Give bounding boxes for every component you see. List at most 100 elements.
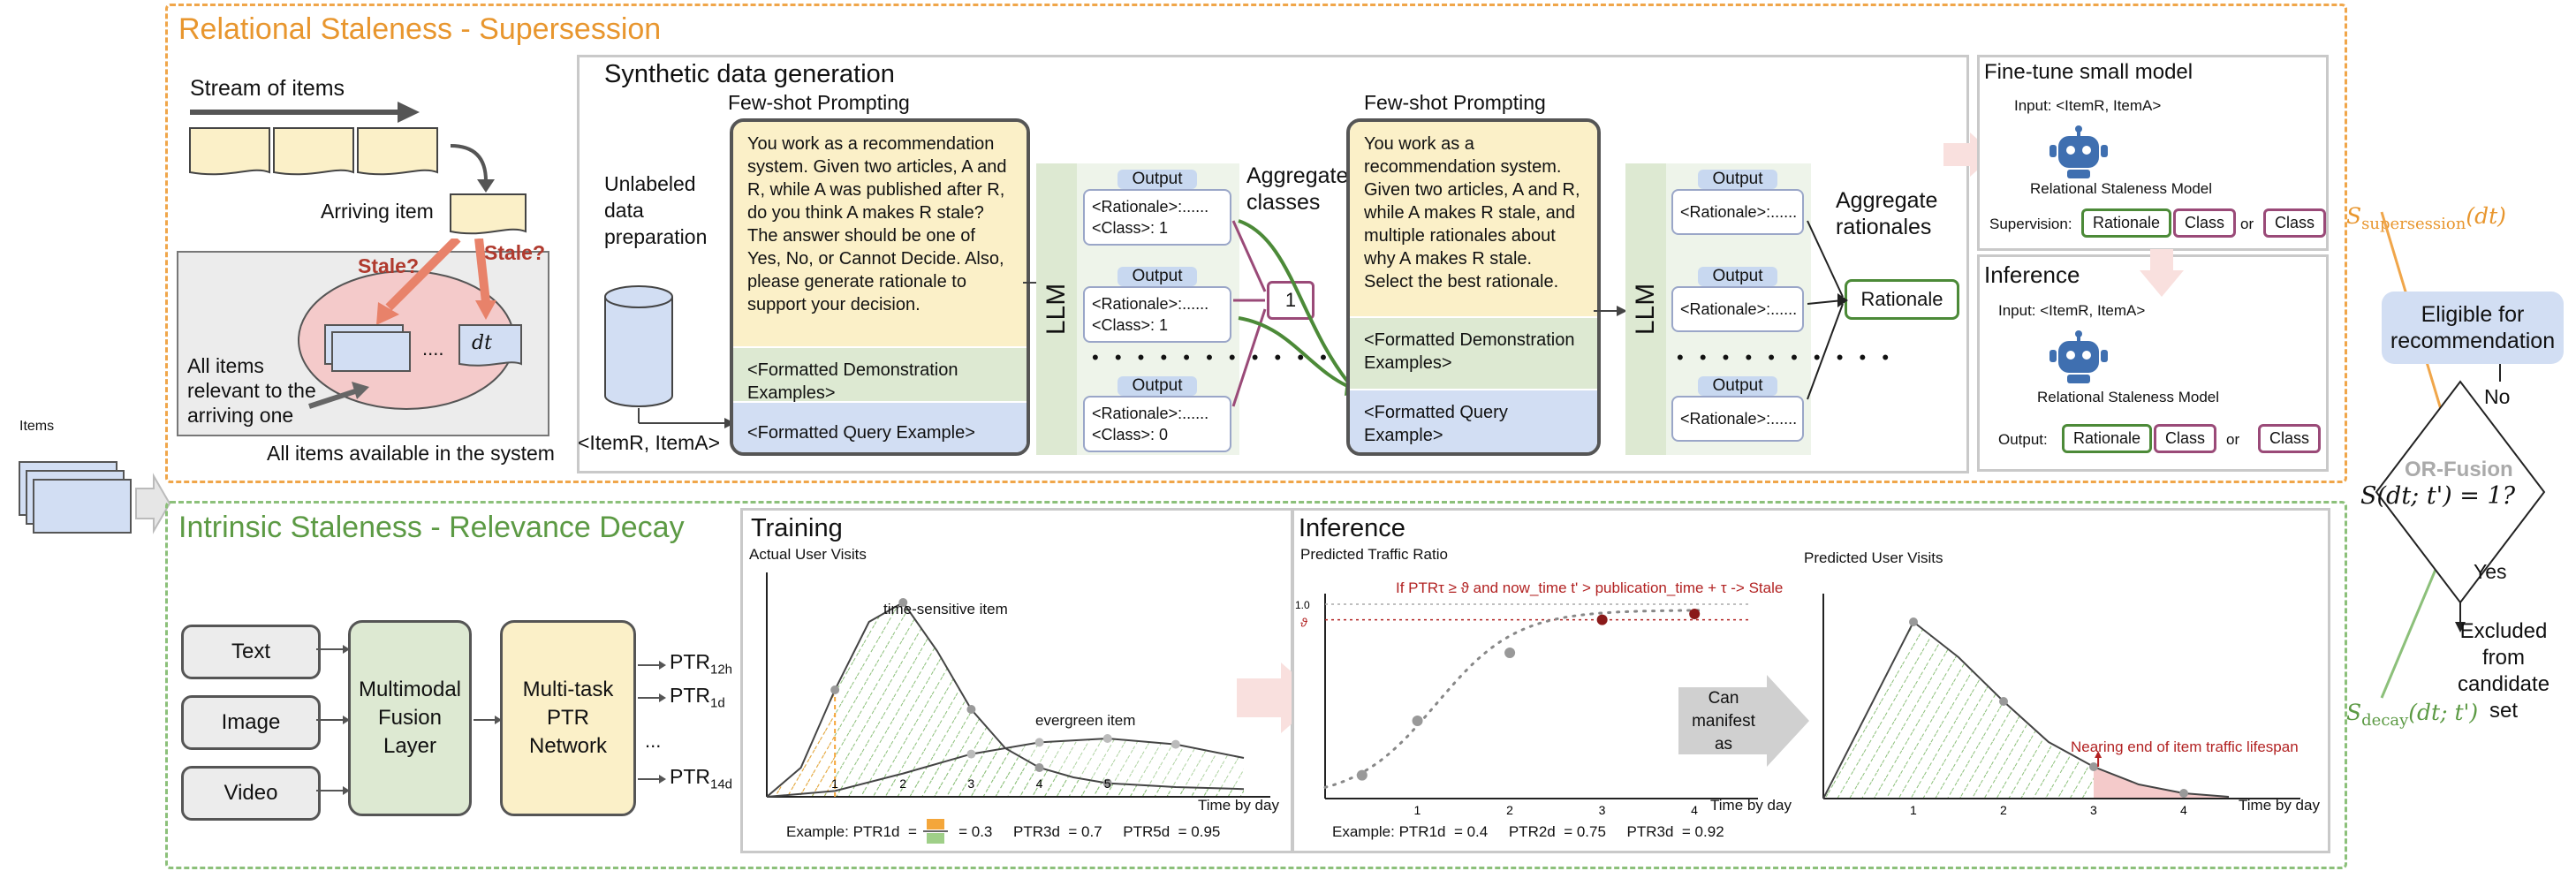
training-xlabel: Time by day bbox=[1198, 797, 1279, 814]
ev-point bbox=[1102, 734, 1112, 743]
finetune-or: or bbox=[2240, 216, 2254, 232]
s-arg: (dt) bbox=[2466, 203, 2506, 229]
rel-inference-panel bbox=[1977, 254, 2329, 472]
items-stack-icon bbox=[19, 461, 171, 534]
output-head: Output bbox=[1118, 170, 1197, 189]
items-label: Items bbox=[19, 419, 55, 434]
ptr-dots: ... bbox=[645, 730, 662, 752]
ptr-point bbox=[1596, 614, 1608, 625]
visits-line bbox=[1822, 620, 2230, 799]
ptr-sub: 12h bbox=[710, 662, 733, 678]
visits-point bbox=[2089, 762, 2098, 771]
ptr-curve bbox=[1323, 609, 1706, 789]
prompt2-text: You work as a recommendation system. Giv… bbox=[1350, 122, 1597, 316]
ptr-point bbox=[1412, 716, 1423, 726]
visits-point bbox=[2179, 789, 2188, 798]
output-head: Output bbox=[1698, 267, 1777, 286]
ev-point bbox=[966, 749, 976, 759]
x-tick-label: 2 bbox=[2000, 803, 2007, 817]
stale-q1: Stale? bbox=[358, 254, 420, 277]
output-class: <Class>: 0 bbox=[1092, 426, 1169, 443]
aggregate-arrows bbox=[1231, 219, 1362, 407]
rel-inference-title: Inference bbox=[1984, 261, 2080, 288]
int-inference-example: Example: PTR1d = 0.4 PTR2d = 0.75 PTR3d … bbox=[1332, 823, 1724, 840]
relational-section bbox=[165, 4, 2347, 483]
ptr-sub: 14d bbox=[710, 776, 733, 792]
x-tick-label: 4 bbox=[2180, 803, 2187, 817]
or-fusion-formula: S(dt; t') = 1? bbox=[2360, 482, 2516, 510]
decision-graphic bbox=[2375, 211, 2546, 699]
eligible-box: Eligible for recommendation bbox=[2382, 292, 2564, 364]
x-tick-label: 1 bbox=[1910, 803, 1917, 817]
no-label: No bbox=[2484, 385, 2511, 408]
manifest-label: Can manifest as bbox=[1692, 689, 1755, 754]
output2-3: Output <Rationale>:...... bbox=[1671, 376, 1804, 442]
excluded-label: Excluded from candidate set bbox=[2457, 619, 2550, 723]
x-tick-label: 5 bbox=[1104, 776, 1111, 791]
dt-label: dt bbox=[472, 332, 492, 354]
ts-point bbox=[830, 685, 840, 694]
stream-graphic bbox=[189, 102, 527, 235]
x-tick-label: 1 bbox=[831, 776, 838, 791]
llm1-label: LLM bbox=[1042, 283, 1072, 336]
int-inference-xlabel: Time by day bbox=[1710, 797, 1792, 814]
input-image-box: Image bbox=[181, 695, 321, 750]
output2-2: Output <Rationale>:...... bbox=[1671, 267, 1804, 332]
ptr-output-1d: PTR1d bbox=[670, 684, 725, 711]
training-ylabel: Actual User Visits bbox=[749, 546, 867, 563]
ts-area bbox=[767, 602, 1244, 797]
finetune-rationale-pill: Rationale bbox=[2081, 208, 2172, 238]
ev-series-line bbox=[766, 737, 1245, 798]
visits-area bbox=[1823, 622, 2229, 799]
intrinsic-arrows bbox=[316, 645, 666, 795]
finetune-supervision: Supervision: bbox=[1989, 216, 2072, 232]
intrinsic-title: Intrinsic Staleness - Relevance Decay bbox=[178, 511, 685, 544]
prompt1-text: You work as a recommendation system. Giv… bbox=[733, 122, 1027, 346]
s-symbol: S bbox=[2346, 700, 2362, 725]
x-tick-label: 4 bbox=[1036, 776, 1043, 791]
prompt1-box: You work as a recommendation system. Giv… bbox=[730, 118, 1030, 456]
stale-q2: Stale? bbox=[484, 241, 546, 264]
robot-icon-2 bbox=[2049, 330, 2108, 383]
output1-1: Output <Rationale>:......<Class>: 1 bbox=[1083, 170, 1231, 246]
rel-inference-or: or bbox=[2226, 431, 2240, 448]
output-head: Output bbox=[1118, 267, 1197, 286]
stale-graphic bbox=[298, 239, 522, 410]
output-head: Output bbox=[1698, 170, 1777, 189]
rel-inference-input: Input: <ItemR, ItemA> bbox=[1998, 302, 2146, 319]
ev-point bbox=[1171, 739, 1180, 749]
stream-label: Stream of items bbox=[190, 76, 345, 101]
ts-point bbox=[966, 705, 976, 714]
output2-1: Output <Rationale>:...... bbox=[1671, 170, 1804, 235]
ev-area bbox=[767, 738, 1244, 797]
ts-item-label: time-sensitive item bbox=[883, 601, 1008, 617]
demo1-text: <Formatted Demonstration Examples> bbox=[733, 346, 1027, 403]
output-rationale: <Rationale>:...... bbox=[1671, 396, 1804, 442]
ptr-sub: 1d bbox=[710, 695, 725, 711]
manifest-arrow bbox=[1678, 675, 1809, 767]
ptr-base: PTR bbox=[670, 765, 710, 788]
ptr-output-14d: PTR14d bbox=[670, 765, 732, 792]
arriving-label: Arriving item bbox=[321, 200, 434, 223]
aggregate-rationales-label: Aggregate rationales bbox=[1836, 188, 1938, 239]
dots: .... bbox=[422, 337, 444, 360]
ev-item-label: evergreen item bbox=[1035, 712, 1136, 729]
relevant-label: All items relevant to the arriving one bbox=[187, 354, 316, 427]
robot-icon bbox=[2049, 125, 2108, 178]
output1-3: Output <Rationale>:......<Class>: 0 bbox=[1083, 376, 1231, 452]
rationale-result-box: Rationale bbox=[1845, 279, 1959, 320]
demo2-text: <Formatted Demonstration Examples> bbox=[1350, 316, 1597, 389]
s-decay: Sdecay(dt; t') bbox=[2346, 700, 2478, 730]
query2-text: <Formatted Query Example> bbox=[1350, 389, 1597, 452]
fewshot2-label: Few-shot Prompting bbox=[1364, 91, 1546, 114]
output-rationale: <Rationale>:...... bbox=[1092, 295, 1209, 313]
output-dots-2: • • • • • • • • • • bbox=[1677, 346, 1895, 368]
yes-label: Yes bbox=[2474, 560, 2507, 583]
finetune-class-pill: Class bbox=[2173, 208, 2237, 238]
visits-xlabel: Time by day bbox=[2239, 797, 2320, 814]
output-rationale: <Rationale>:...... bbox=[1671, 286, 1804, 332]
fusion-layer-box: Multimodal Fusion Layer bbox=[348, 620, 472, 816]
